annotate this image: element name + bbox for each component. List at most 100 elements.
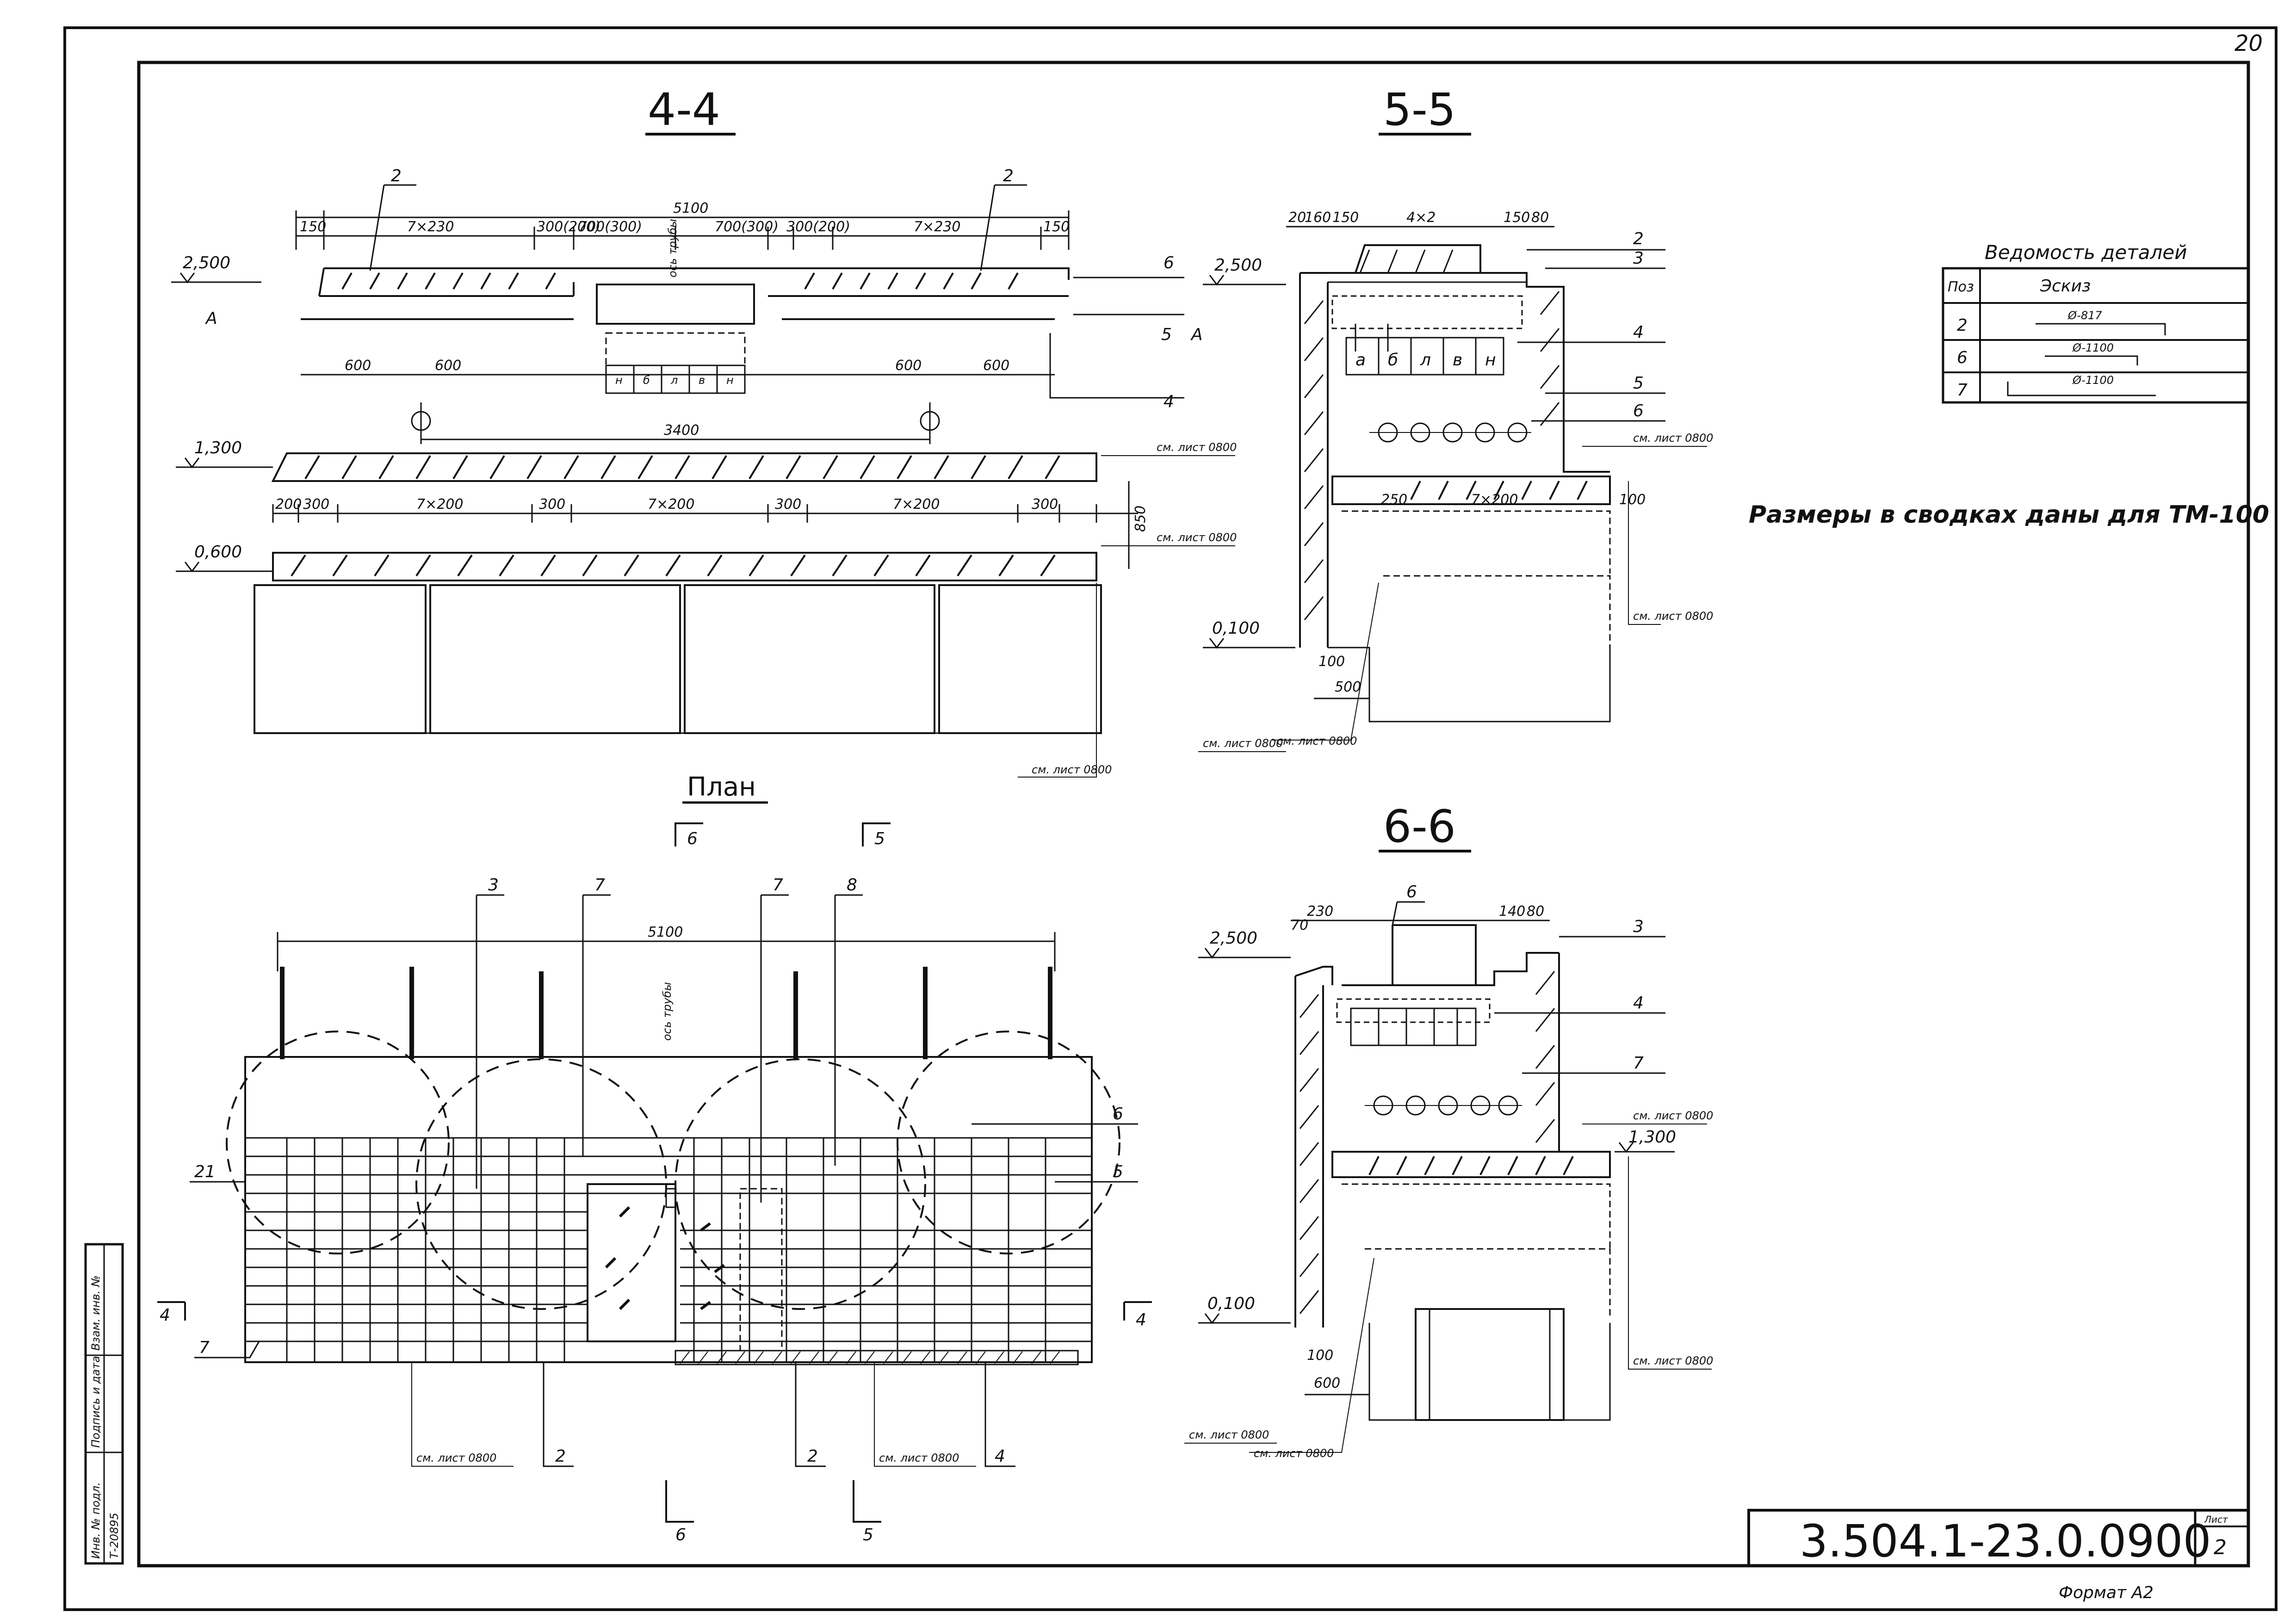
inner-frame: [137, 61, 2250, 1568]
callout-6-6-6: 6: [1406, 883, 1417, 902]
dim-5-5-1: 160: [1305, 210, 1331, 226]
plan-callout-4: 4: [995, 1447, 1005, 1466]
plan-ref-0: см. лист 0800: [416, 1451, 496, 1464]
dim-5-5-7: 7×200: [1471, 492, 1518, 508]
dim-5-5-3: 4×2: [1406, 210, 1436, 226]
document-code: 3.504.1-23.0.0900: [1800, 1515, 2211, 1567]
sheet-label: Лист: [2204, 1514, 2228, 1525]
dim-4-4-bot-6: 7×200: [893, 496, 940, 513]
ref-6-6-0: см. лист 0800: [1633, 1109, 1713, 1122]
format-label: Формат А2: [2059, 1583, 2154, 1602]
dim-5-5-0: 20: [1288, 210, 1306, 226]
plan-title: План: [687, 772, 756, 802]
section-4-4: 4-4 5100 150 7×230 300(200) 700(300) 700…: [171, 84, 1237, 778]
details-table: Ведомость деталей Поз Эскиз 2 Ø-817 6 Ø-…: [1942, 241, 2250, 404]
dim-5-5-2: 150: [1332, 210, 1359, 226]
plan-callout-2a: 2: [555, 1447, 566, 1466]
details-row-1-sketch: Ø-1100: [2072, 341, 2114, 354]
stamp-field-2: Подпись и дата: [89, 1356, 102, 1448]
dim-5-5-10: 500: [1335, 679, 1361, 695]
plan-cut-6-bottom: 6: [675, 1525, 686, 1544]
section-6-6: 6-6 230 70 140 80 2,500: [1184, 801, 1713, 1460]
callout-5-5-3: 3: [1633, 249, 1644, 268]
ref-5-5-1: см. лист 0800: [1633, 610, 1713, 623]
dim-5-5-9: 100: [1318, 654, 1345, 670]
dim-6-6-3: 80: [1527, 903, 1544, 920]
plan-cut-5-top: 5: [874, 829, 885, 848]
callout-6-6-3: 3: [1633, 917, 1644, 936]
plan-callout-6: 6: [1113, 1105, 1123, 1124]
ref-4-4-2: см. лист 0800: [1032, 763, 1112, 776]
dim-4-4-top-3: 700(300): [578, 219, 642, 235]
plan-view: План 6 5 5100 ось трубы 3 7 7 8: [157, 772, 1152, 1544]
level-5-5-0100: 0,100: [1212, 619, 1260, 638]
ref-5-5-0: см. лист 0800: [1633, 432, 1713, 445]
cell-4-4-2: л: [670, 374, 678, 387]
cell-5-5-1: б: [1388, 351, 1398, 370]
level-4-4-2500: 2,500: [183, 253, 230, 272]
callout-4-4-2a: 2: [391, 167, 402, 185]
dim-4-4-top-2: 300(200): [537, 219, 600, 235]
level-6-6-0100: 0,100: [1207, 1294, 1255, 1313]
ref-4-4-1: см. лист 0800: [1157, 531, 1237, 544]
dim-4-4-bot-4: 7×200: [648, 496, 694, 513]
dim-4-4-top-1: 7×230: [407, 219, 454, 235]
details-header-pos: Поз: [1948, 279, 1974, 295]
plan-callout-5: 5: [1113, 1162, 1123, 1181]
plan-cut-4-left: 4: [160, 1306, 170, 1325]
dim-5-5-5: 80: [1531, 210, 1549, 226]
dim-5-5-6: 250: [1381, 492, 1407, 508]
plan-callout-3: 3: [488, 876, 499, 895]
dim-4-4-overall: 5100: [673, 200, 708, 216]
dim-6-6-5: 600: [1314, 1375, 1340, 1391]
page-number: 20: [2234, 31, 2263, 56]
plan-callout-7a: 7: [594, 876, 605, 895]
title-block: 3.504.1-23.0.0900 Лист 2 Формат А2: [1747, 1509, 2250, 1602]
cell-4-4-1: б: [643, 374, 650, 387]
level-6-6-1300: 1,300: [1628, 1128, 1676, 1147]
section-5-5-title: 5-5: [1383, 84, 1456, 136]
section-4-4-title: 4-4: [648, 84, 720, 136]
dim-4-4-bot-0: 200: [275, 496, 302, 513]
ref-5-5-3: см. лист 0800: [1277, 735, 1357, 747]
plan-overall: 5100: [648, 924, 683, 940]
ref-6-6-2: см. лист 0800: [1189, 1428, 1269, 1441]
callout-6-6-4: 4: [1633, 994, 1644, 1013]
plan-cut-6-top: 6: [687, 829, 698, 848]
dim-4-4-mid-1: 600: [435, 358, 461, 374]
dim-5-5-8: 100: [1619, 492, 1646, 508]
insulation-block: [1415, 1308, 1565, 1421]
callout-5-5-5: 5: [1633, 374, 1644, 393]
level-4-4-1300: 1,300: [194, 438, 242, 457]
callout-4-4-6: 6: [1163, 253, 1174, 272]
details-row-0-pos: 2: [1957, 316, 1968, 335]
details-row-2-sketch: Ø-1100: [2072, 374, 2114, 387]
plan-callout-7b: 7: [773, 876, 783, 895]
level-4-4-0600: 0,600: [194, 543, 242, 562]
dim-4-4-mid-0: 600: [345, 358, 371, 374]
ref-5-5-2: см. лист 0800: [1203, 737, 1283, 750]
level-6-6-2500: 2,500: [1210, 929, 1257, 948]
dim-4-4-mid-2: 600: [895, 358, 922, 374]
cell-4-4-3: в: [699, 374, 705, 387]
details-row-2-pos: 7: [1957, 381, 1968, 400]
dim-4-4-mid-3: 600: [983, 358, 1009, 374]
callout-4-4-5: 5: [1161, 325, 1172, 344]
dim-5-5-4: 150: [1504, 210, 1530, 226]
stamp-field-1: Инв. № подл.: [89, 1482, 102, 1559]
plan-cut-5-bottom: 5: [863, 1525, 873, 1544]
details-title: Ведомость деталей: [1985, 241, 2187, 264]
sheet-number: 2: [2214, 1536, 2227, 1559]
ref-4-4-0: см. лист 0800: [1157, 441, 1237, 454]
dim-6-6-0: 230: [1307, 903, 1333, 920]
side-stamp: Инв. № подл. Подпись и дата Взам. инв. №…: [84, 1243, 124, 1565]
cell-5-5-0: а: [1355, 351, 1366, 370]
details-header-sketch: Эскиз: [2040, 277, 2091, 296]
plan-axis-mark: 21: [194, 1162, 216, 1181]
plan-ref-1: см. лист 0800: [879, 1451, 959, 1464]
dim-4-4-bot-2: 7×200: [416, 496, 463, 513]
plan-axis-note: ось трубы: [661, 982, 674, 1041]
stamp-field-3: Взам. инв. №: [89, 1275, 102, 1351]
cell-5-5-4: н: [1485, 351, 1496, 370]
